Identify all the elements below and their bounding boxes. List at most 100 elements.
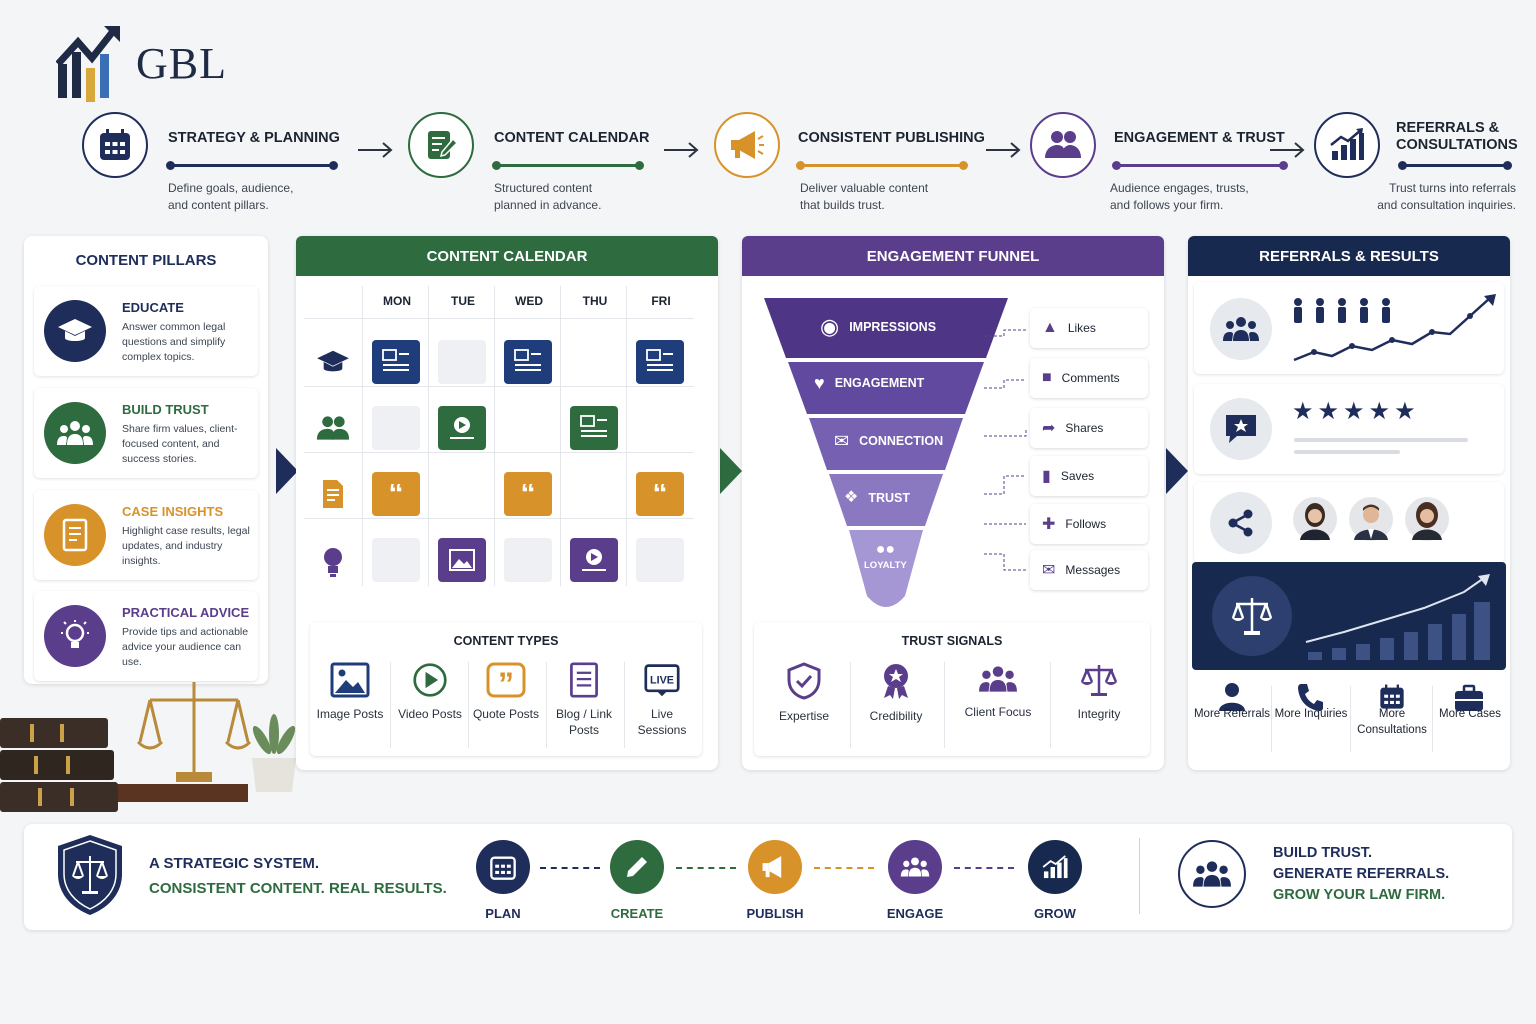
step-desc: Trust turns into referrals and consultat…: [1377, 181, 1516, 212]
play-icon: [582, 549, 606, 571]
referrals-results-panel: REFERRALS & RESULTS ★★★★★: [1188, 236, 1510, 770]
panel-title: ENGAGEMENT FUNNEL: [742, 236, 1164, 276]
handshake-icon: ❖: [844, 489, 859, 506]
pillar-case-insights: CASE INSIGHTS Highlight case results, le…: [34, 490, 258, 580]
funnel-action-likes[interactable]: ▲Likes: [1030, 308, 1148, 348]
calendar-image-post[interactable]: [636, 340, 684, 384]
tagline-grow: GROW YOUR LAW FIRM.: [1273, 887, 1446, 903]
calendar-day: TUE: [451, 294, 475, 308]
step-desc: Audience engages, trusts, and follows yo…: [1110, 181, 1249, 212]
share-arrow-icon: ➦: [1042, 420, 1056, 437]
funnel-action-shares[interactable]: ➦Shares: [1030, 408, 1148, 448]
panel-title: CONTENT PILLARS: [75, 252, 217, 269]
arrow-right-icon: [358, 142, 393, 158]
trust-signals-box: TRUST SIGNALS Expertise Credibility Clie…: [754, 622, 1150, 756]
funnel-stage-connection: ✉CONNECTION: [834, 431, 944, 451]
calendar-quote-post[interactable]: “: [636, 472, 684, 516]
engagement-funnel-panel: ENGAGEMENT FUNNEL ◉IMPRESSIONS ♥ENGAGEME…: [742, 236, 1164, 770]
image-icon: [330, 662, 370, 698]
calendar-image-post[interactable]: [372, 340, 420, 384]
image-post-icon: [382, 349, 409, 371]
funnel-graphic: [764, 298, 1008, 607]
group-icon: ●●: [875, 541, 896, 558]
group-icon: [316, 416, 350, 440]
calendar-quote-post[interactable]: “: [504, 472, 552, 516]
group-icon: [1045, 131, 1081, 158]
calendar-empty-slot[interactable]: [372, 406, 420, 450]
bottom-step-publish: PUBLISH: [730, 840, 820, 921]
funnel-action-messages[interactable]: ✉Messages: [1030, 550, 1148, 590]
trust-signal-expertise: Expertise: [762, 662, 846, 724]
group-icon: [979, 666, 1017, 692]
referral-growth-card: [1194, 282, 1504, 374]
funnel-action-comments[interactable]: ■Comments: [1030, 358, 1148, 398]
calendar-empty-slot[interactable]: [438, 340, 486, 384]
play-icon: [450, 417, 474, 439]
calendar-video-post[interactable]: [438, 406, 486, 450]
trust-signal-client-focus: Client Focus: [948, 662, 1048, 720]
funnel-action-saves[interactable]: ▮Saves: [1030, 456, 1148, 496]
results-growth-banner: [1192, 562, 1506, 670]
panel-arrow-icon: [1166, 448, 1188, 494]
group-icon: [1193, 861, 1231, 887]
quote-icon: “: [653, 484, 668, 504]
calendar-empty-slot[interactable]: [636, 538, 684, 582]
step-title: REFERRALS & CONSULTATIONS: [1396, 120, 1518, 153]
bookmark-icon: ▮: [1042, 468, 1051, 485]
growth-chart-icon: [1042, 855, 1068, 879]
potted-plant-icon: [252, 714, 296, 792]
trust-signal-credibility: Credibility: [852, 662, 940, 724]
add-user-icon: ✚: [1042, 516, 1056, 533]
megaphone-icon: [731, 131, 764, 159]
bottom-step-grow: GROW: [1010, 840, 1100, 921]
image-post-icon: [646, 349, 673, 371]
shield-check-icon: [787, 662, 821, 700]
content-type-video: Video Posts: [394, 662, 466, 722]
funnel-stage-engagement: ♥ENGAGEMENT: [814, 373, 925, 393]
brand-name: GBL: [136, 38, 227, 88]
calendar-image-post[interactable]: [438, 538, 486, 582]
reviews-card: ★★★★★: [1194, 384, 1504, 474]
calendar-image-post[interactable]: [570, 406, 618, 450]
document-icon: [323, 480, 343, 508]
eye-icon: ◉: [820, 314, 840, 339]
calendar-empty-slot[interactable]: [504, 538, 552, 582]
quote-icon: “: [389, 484, 404, 504]
content-type-image: Image Posts: [314, 662, 386, 722]
chat-bubble-icon: ✉: [834, 431, 850, 451]
funnel-stage-impressions: ◉IMPRESSIONS: [820, 314, 937, 339]
comment-icon: ■: [1042, 369, 1052, 386]
calendar-icon: [1380, 684, 1404, 709]
review-star-bubble-icon: [1226, 415, 1256, 443]
panel-title: CONTENT CALENDAR: [296, 236, 718, 276]
funnel-action-follows[interactable]: ✚Follows: [1030, 504, 1148, 544]
content-types-box: CONTENT TYPES Image Posts Video Posts ” …: [310, 622, 702, 756]
arrow-right-icon: [664, 142, 699, 158]
panel-arrow-icon: [276, 448, 298, 494]
calendar-image-post[interactable]: [504, 340, 552, 384]
svg-text:“: “: [389, 484, 404, 504]
bottom-step-plan: PLAN: [458, 840, 548, 921]
arrow-right-icon: [986, 142, 1021, 158]
calendar-quote-post[interactable]: “: [372, 472, 420, 516]
phone-icon: [1298, 684, 1323, 711]
lightbulb-icon: [324, 548, 342, 577]
tagline-build-trust: BUILD TRUST.: [1273, 845, 1373, 861]
edit-document-icon: [428, 131, 459, 159]
brand-logo: GBL: [56, 24, 227, 102]
pillar-practical-advice: PRACTICAL ADVICE Provide tips and action…: [34, 591, 258, 681]
thumbs-up-icon: ▲: [1042, 319, 1058, 336]
bottom-summary-bar: A STRATEGIC SYSTEM. CONSISTENT CONTENT. …: [24, 824, 1512, 930]
funnel-connectors: [984, 329, 1027, 571]
calendar-video-post[interactable]: [570, 538, 618, 582]
lightbulb-icon: [61, 620, 89, 648]
result-consultations: More Consultations: [1357, 708, 1427, 736]
step-title: CONSISTENT PUBLISHING: [798, 130, 985, 146]
calendar-empty-slot[interactable]: [372, 538, 420, 582]
calendar-day: WED: [515, 294, 543, 308]
result-referrals: More Referrals: [1193, 708, 1271, 720]
content-type-blog: Blog / Link Posts: [548, 662, 620, 738]
award-badge-icon: [884, 664, 908, 699]
scales-of-justice-icon: [136, 682, 252, 778]
quote-icon: ”: [486, 662, 526, 698]
